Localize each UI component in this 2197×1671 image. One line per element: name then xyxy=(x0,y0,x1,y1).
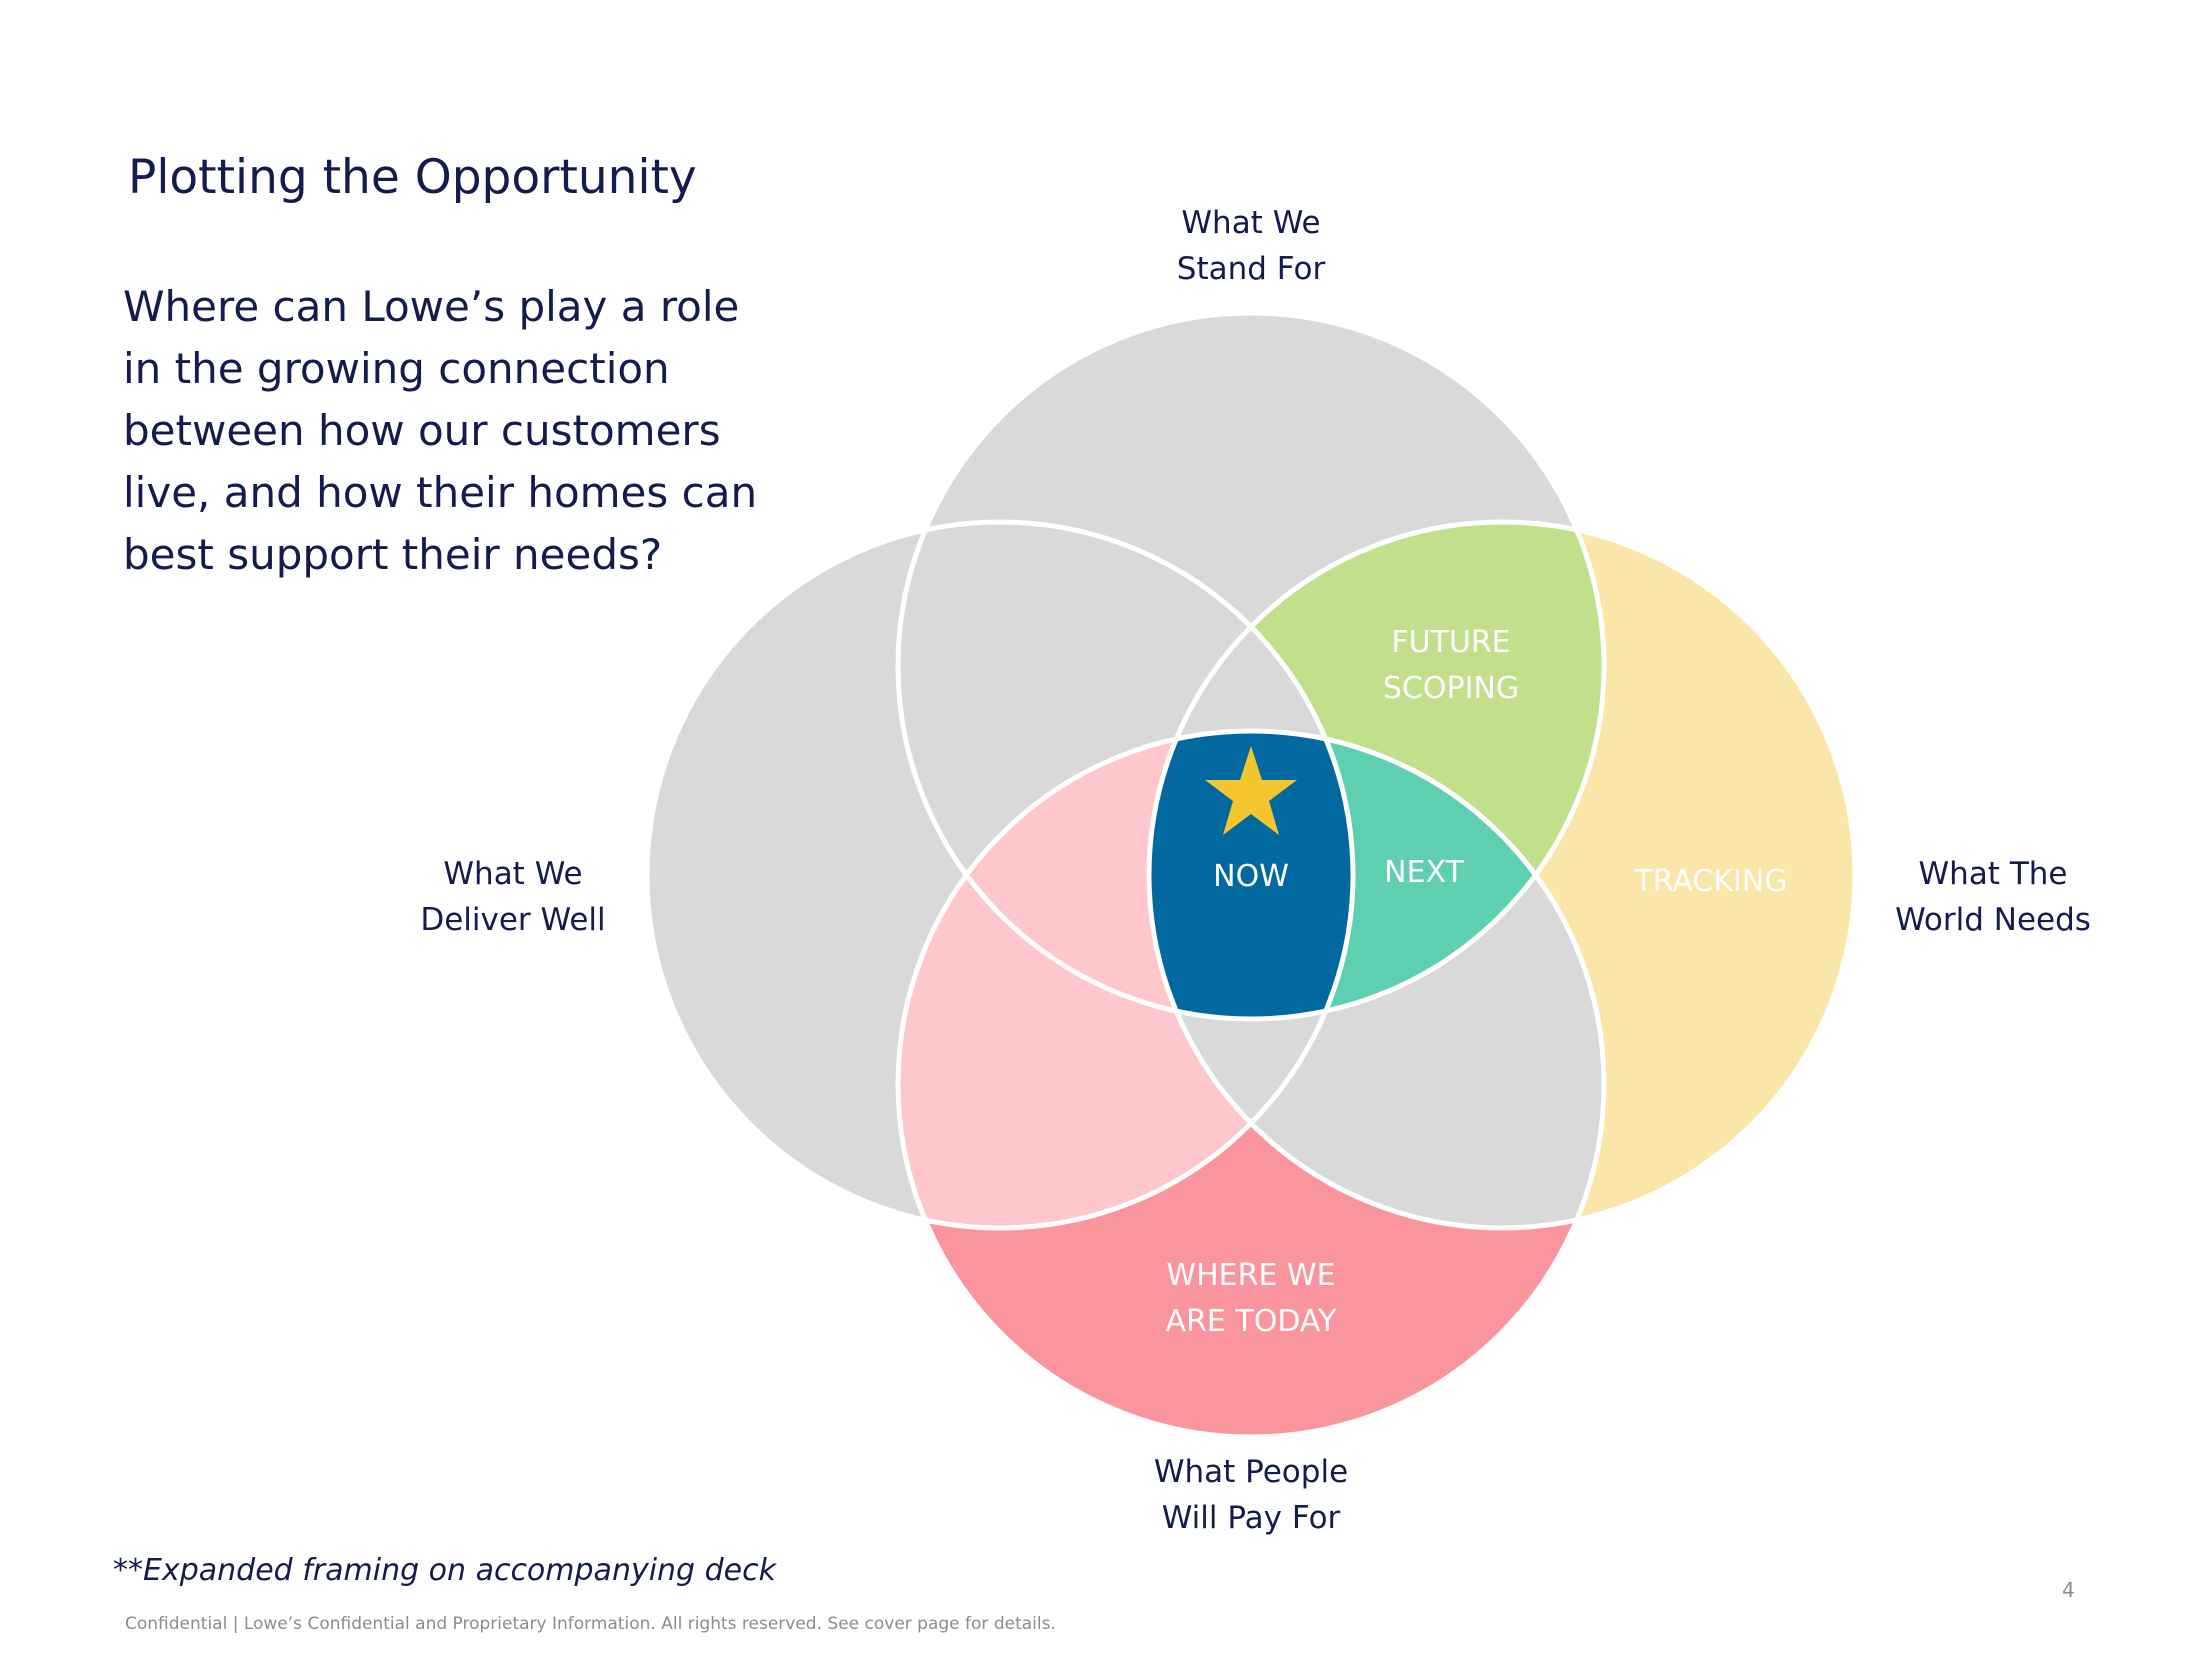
label-next: NEXT xyxy=(1384,855,1464,890)
outline-right xyxy=(1146,519,1858,1231)
footnote: **Expanded framing on accompanying deck xyxy=(113,1553,777,1588)
label-what-the-world-needs: What The World Needs xyxy=(1895,856,2091,938)
region-bottom-left-overlap xyxy=(898,731,1353,1228)
label-where-we-are-today: WHERE WE ARE TODAY xyxy=(1165,1258,1337,1339)
label-what-we-deliver-well: What We Deliver Well xyxy=(420,856,606,938)
region-left-right-bottom xyxy=(1149,731,1353,1228)
label-now: NOW xyxy=(1213,859,1289,894)
page-number: 4 xyxy=(2062,1578,2075,1602)
region-next xyxy=(1149,731,1604,1019)
label-what-people-will-pay-for: What People Will Pay For xyxy=(1153,1454,1349,1536)
label-future-scoping: FUTURE SCOPING xyxy=(1382,625,1520,706)
outline-left xyxy=(644,519,1356,1231)
label-tracking: TRACKING xyxy=(1634,864,1788,899)
outline-top xyxy=(895,310,1607,1022)
label-what-we-stand-for: What We Stand For xyxy=(1176,205,1326,287)
outline-bottom xyxy=(895,728,1607,1440)
slide-title: Plotting the Opportunity xyxy=(128,150,697,205)
star-icon xyxy=(1205,746,1297,835)
slide-question: Where can Lowe’s play a role in the grow… xyxy=(123,282,758,579)
confidential-footer: Confidential | Lowe’s Confidential and P… xyxy=(125,1614,1056,1634)
